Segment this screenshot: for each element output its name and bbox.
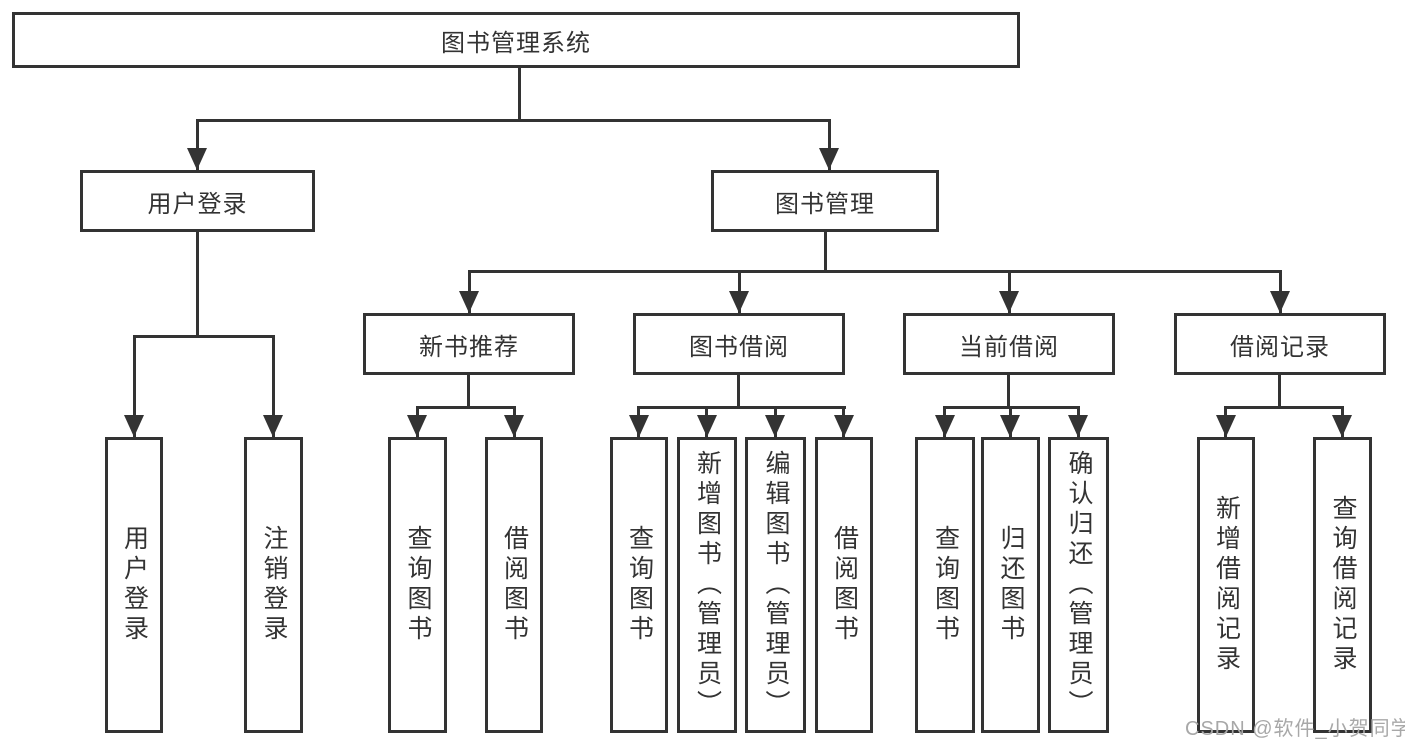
node-borrowing-records: 借阅记录 <box>1174 313 1386 375</box>
arrow-down-icon <box>1216 415 1236 437</box>
arrow-down-icon <box>697 415 717 437</box>
connector-line <box>824 232 827 273</box>
node-label: 编辑图书（管理员） <box>762 450 790 720</box>
node-label: 查询图书 <box>404 525 432 645</box>
leaf-logout: 注销登录 <box>244 437 303 733</box>
node-label: 图书管理 <box>775 190 875 218</box>
node-library-management-system: 图书管理系统 <box>12 12 1020 68</box>
leaf-query-books: 查询图书 <box>388 437 447 733</box>
node-label: 借阅图书 <box>830 525 859 645</box>
leaf-borrow-books: 借阅图书 <box>485 437 543 733</box>
node-label: 确认归还（管理员） <box>1065 450 1093 720</box>
node-label: 图书管理系统 <box>441 29 591 57</box>
node-label: 用户登录 <box>120 525 149 645</box>
connector-line <box>467 375 470 409</box>
leaf-query-borrow-record: 查询借阅记录 <box>1313 437 1372 733</box>
node-label: 新增图书（管理员） <box>693 450 722 720</box>
connector-line <box>196 119 831 122</box>
connector-line <box>1225 406 1344 409</box>
leaf-query-books: 查询图书 <box>610 437 668 733</box>
arrow-down-icon <box>263 415 283 437</box>
arrow-down-icon <box>765 415 785 437</box>
connector-line <box>196 232 199 337</box>
node-label: 图书借阅 <box>689 333 789 361</box>
arrow-down-icon <box>407 415 427 437</box>
arrow-down-icon <box>819 148 839 170</box>
connector-line <box>944 406 1080 409</box>
arrow-down-icon <box>504 415 524 437</box>
connector-line <box>133 335 275 338</box>
arrow-down-icon <box>124 415 144 437</box>
connector-line <box>737 375 740 409</box>
leaf-confirm-return-admin: 确认归还（管理员） <box>1048 437 1109 733</box>
arrow-down-icon <box>629 415 649 437</box>
node-book-borrowing: 图书借阅 <box>633 313 845 375</box>
connector-line <box>272 335 275 437</box>
connector-line <box>196 119 199 170</box>
arrow-down-icon <box>1332 415 1352 437</box>
arrow-down-icon <box>834 415 854 437</box>
connector-line <box>1278 375 1281 409</box>
leaf-edit-book-admin: 编辑图书（管理员） <box>745 437 806 733</box>
node-new-book-recommendation: 新书推荐 <box>363 313 575 375</box>
leaf-user-login: 用户登录 <box>105 437 163 733</box>
leaf-return-books: 归还图书 <box>981 437 1040 733</box>
leaf-add-book-admin: 新增图书（管理员） <box>677 437 737 733</box>
node-book-management: 图书管理 <box>711 170 939 232</box>
arrow-down-icon <box>1068 415 1088 437</box>
node-label: 新增借阅记录 <box>1212 495 1241 675</box>
arrow-down-icon <box>1270 291 1290 313</box>
node-label: 当前借阅 <box>959 333 1059 361</box>
connector-line <box>1007 375 1010 409</box>
node-label: 归还图书 <box>997 525 1025 645</box>
connector-line <box>133 335 136 437</box>
node-label: 查询图书 <box>625 525 654 645</box>
connector-line <box>468 270 1282 273</box>
node-label: 查询图书 <box>931 525 960 645</box>
node-label: 新书推荐 <box>419 333 519 361</box>
leaf-add-borrow-record: 新增借阅记录 <box>1197 437 1255 733</box>
node-label: 借阅图书 <box>500 525 529 645</box>
arrow-down-icon <box>459 291 479 313</box>
arrow-down-icon <box>935 415 955 437</box>
connector-line <box>638 406 846 409</box>
arrow-down-icon <box>999 291 1019 313</box>
watermark-text: CSDN @软件_小贺同学 <box>1185 718 1405 740</box>
node-label: 用户登录 <box>147 190 248 218</box>
node-current-borrowing: 当前借阅 <box>903 313 1115 375</box>
connector-line <box>416 406 515 409</box>
connector-line <box>518 68 521 122</box>
node-label: 查询借阅记录 <box>1329 495 1357 675</box>
arrow-down-icon <box>1000 415 1020 437</box>
node-label: 注销登录 <box>260 525 288 645</box>
node-user-login: 用户登录 <box>80 170 315 232</box>
leaf-query-books: 查询图书 <box>915 437 975 733</box>
connector-line <box>828 119 831 170</box>
arrow-down-icon <box>187 148 207 170</box>
leaf-borrow-books: 借阅图书 <box>815 437 873 733</box>
node-label: 借阅记录 <box>1230 333 1330 361</box>
arrow-down-icon <box>729 291 749 313</box>
